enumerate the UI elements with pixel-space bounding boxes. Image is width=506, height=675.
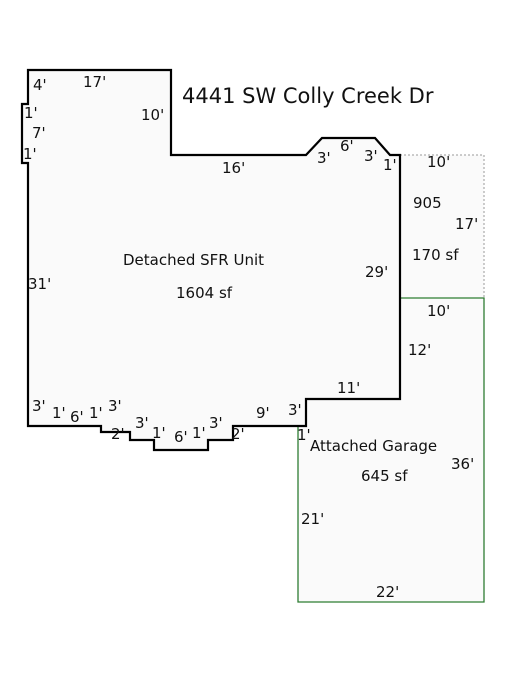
- house-outline: [20, 68, 402, 452]
- dimension-label: 3': [288, 401, 302, 419]
- dimension-label: 3': [135, 414, 149, 432]
- dimension-label: 1': [23, 145, 37, 163]
- dimension-label: 3': [108, 397, 122, 415]
- dimension-label: 10': [427, 302, 450, 320]
- dimension-label: 1': [152, 424, 166, 442]
- dimension-label: 36': [451, 455, 474, 473]
- dimension-label: 1': [383, 156, 397, 174]
- dimension-label: 2': [231, 425, 245, 443]
- garage-area-size: 645 sf: [361, 467, 408, 485]
- dimension-label: 29': [365, 263, 388, 281]
- dimension-label: 1': [297, 426, 311, 444]
- dimension-label: 10': [427, 153, 450, 171]
- dimension-label: 2': [111, 425, 125, 443]
- dimension-label: 10': [141, 106, 164, 124]
- dimension-label: 1': [192, 424, 206, 442]
- dimension-label: 1': [52, 404, 66, 422]
- dimension-label: 9': [256, 404, 270, 422]
- dimension-label: 1': [24, 104, 38, 122]
- dimension-label: 31': [28, 275, 51, 293]
- patio-area-name: 905: [413, 194, 442, 212]
- garage-area-name: Attached Garage: [310, 437, 437, 455]
- dimension-label: 21': [301, 510, 324, 528]
- patio-area-outline: [399, 154, 485, 299]
- dimension-label: 3': [317, 149, 331, 167]
- house-area-name: Detached SFR Unit: [123, 251, 264, 269]
- dimension-label: 4': [33, 76, 47, 94]
- dimension-label: 12': [408, 341, 431, 359]
- property-address-title: 4441 SW Colly Creek Dr: [182, 84, 434, 108]
- dimension-label: 3': [209, 414, 223, 432]
- dimension-label: 3': [364, 147, 378, 165]
- dimension-label: 17': [455, 215, 478, 233]
- dimension-label: 7': [32, 124, 46, 142]
- dimension-label: 16': [222, 159, 245, 177]
- dimension-label: 1': [89, 404, 103, 422]
- house-area-size: 1604 sf: [176, 284, 233, 302]
- dimension-label: 17': [83, 73, 106, 91]
- patio-area-size: 170 sf: [412, 246, 459, 264]
- dimension-label: 3': [32, 397, 46, 415]
- dimension-label: 11': [337, 379, 360, 397]
- dimension-label: 6': [174, 428, 188, 446]
- dimension-label: 6': [70, 408, 84, 426]
- dimension-label: 6': [340, 137, 354, 155]
- dimension-label: 22': [376, 583, 399, 601]
